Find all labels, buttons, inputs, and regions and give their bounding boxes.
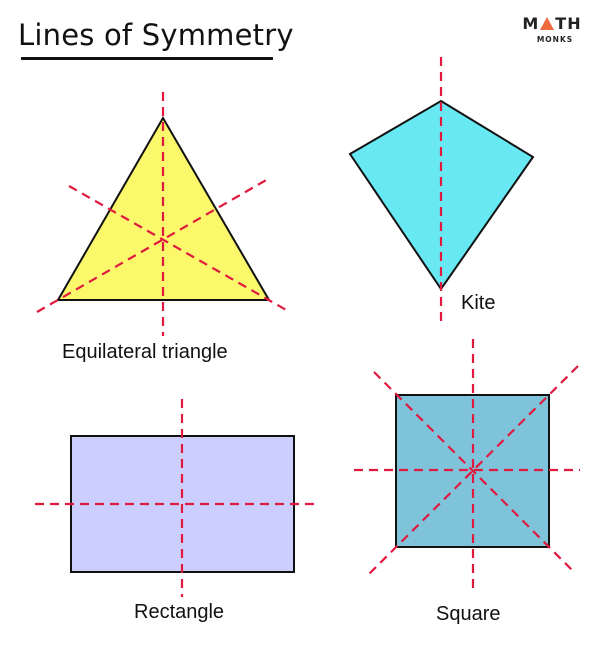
rectangle-label: Rectangle — [134, 601, 225, 623]
triangle-icon — [540, 17, 555, 30]
kite-figure — [348, 57, 535, 326]
square-label: Square — [436, 603, 501, 625]
logo-subtitle: MONKS — [536, 35, 574, 44]
equilateral-triangle-figure — [36, 92, 289, 336]
rectangle-figure — [35, 399, 318, 597]
square-figure — [354, 339, 580, 590]
triangle-label: Equilateral triangle — [62, 341, 228, 363]
page-title: Lines of Symmetry — [18, 18, 294, 52]
triangle-symmetry-line-right — [68, 185, 289, 312]
kite-label: Kite — [461, 292, 496, 314]
square-symmetry-line-antidiagonal — [367, 365, 579, 576]
square-symmetry-line-diagonal — [373, 371, 573, 571]
title-underline — [21, 57, 273, 60]
